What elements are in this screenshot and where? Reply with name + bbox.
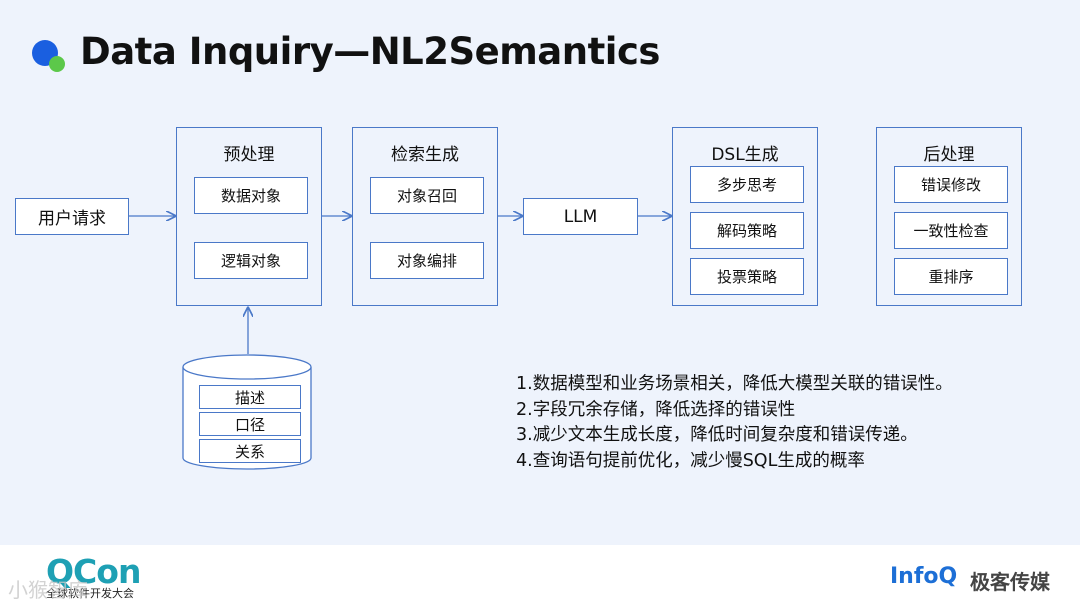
preprocess-item-data-object: 数据对象 — [194, 177, 308, 214]
title-bullet-accent-icon — [49, 56, 65, 72]
postprocess-item-rerank: 重排序 — [894, 258, 1008, 295]
retrieval-item-orchestrate: 对象编排 — [370, 242, 484, 279]
note-item: 3.减少文本生成长度，降低时间复杂度和错误传递。 — [516, 425, 918, 445]
preprocess-item-logic-object: 逻辑对象 — [194, 242, 308, 279]
infoq-brand-cn: 极客传媒 — [970, 570, 1050, 594]
note-item: 1.数据模型和业务场景相关，降低大模型关联的错误性。 — [516, 374, 953, 394]
database-item-description: 描述 — [199, 385, 301, 409]
database-item-relation: 关系 — [199, 439, 301, 463]
watermark: 小猴智库 — [8, 578, 88, 602]
qcon-subtitle: 全球软件开发大会 — [46, 587, 134, 600]
preprocess-title: 预处理 — [223, 145, 275, 165]
user-request-node: 用户请求 — [15, 198, 129, 235]
postprocess-item-consistency: 一致性检查 — [894, 212, 1008, 249]
llm-node: LLM — [523, 198, 638, 235]
footer-bar — [0, 545, 1080, 607]
dsl-item-voting: 投票策略 — [690, 258, 804, 295]
dsl-title: DSL生成 — [711, 145, 779, 165]
dsl-item-multistep: 多步思考 — [690, 166, 804, 203]
retrieval-stage: 检索生成 — [352, 127, 498, 306]
retrieval-item-recall: 对象召回 — [370, 177, 484, 214]
preprocess-stage: 预处理 — [176, 127, 322, 306]
notes-list: 1.数据模型和业务场景相关，降低大模型关联的错误性。 2.字段冗余存储，降低选择… — [516, 372, 953, 474]
note-item: 2.字段冗余存储，降低选择的错误性 — [516, 399, 796, 420]
database-item-caliber: 口径 — [199, 412, 301, 436]
postprocess-item-fix: 错误修改 — [894, 166, 1008, 203]
note-item: 4.查询语句提前优化，减少慢SQL生成的概率 — [516, 450, 865, 471]
postprocess-title: 后处理 — [923, 145, 975, 165]
qcon-logo: QCon — [46, 552, 141, 591]
retrieval-title: 检索生成 — [391, 145, 459, 165]
infoq-logo: InfoQ — [890, 564, 958, 589]
slide-title: Data Inquiry—NL2Semantics — [80, 30, 660, 73]
dsl-item-decoding: 解码策略 — [690, 212, 804, 249]
